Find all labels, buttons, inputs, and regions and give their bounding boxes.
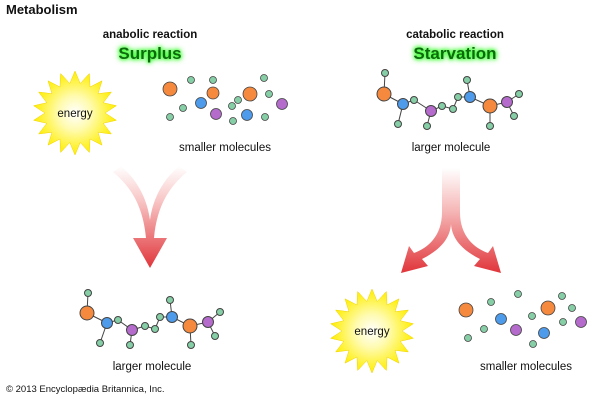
molecule-purple: [575, 316, 587, 328]
molecule-green: [261, 113, 269, 121]
molecule-purple: [210, 108, 222, 120]
molecule-green: [514, 290, 522, 298]
atom-orange: [482, 98, 498, 114]
atom-green: [510, 112, 518, 120]
atom-green: [438, 102, 446, 110]
atom-green: [126, 341, 134, 349]
molecule-green: [529, 340, 537, 348]
molecule-green: [487, 298, 495, 306]
molecule-blue: [538, 327, 550, 339]
atom-green: [515, 90, 523, 98]
atom-orange: [182, 318, 198, 334]
molecule-orange: [206, 86, 220, 100]
atom-green: [454, 93, 462, 101]
molecule-orange: [242, 86, 258, 102]
starburst-bottom-right: energy: [329, 288, 415, 374]
atom-green: [96, 339, 104, 347]
molecule-purple: [510, 324, 522, 336]
atom-green: [486, 122, 494, 130]
atom-green: [423, 122, 431, 130]
molecule-green: [528, 312, 536, 320]
surplus-label: Surplus: [118, 44, 182, 63]
atom-green: [114, 316, 122, 324]
smaller-molecules-caption-bottom: smaller molecules: [479, 361, 573, 373]
atom-orange: [376, 86, 392, 102]
molecule-orange: [458, 302, 474, 318]
molecule-orange: [540, 300, 556, 316]
molecule-green: [260, 74, 268, 82]
atom-green: [166, 296, 174, 304]
molecule-orange: [162, 81, 178, 97]
atom-green: [449, 105, 457, 113]
smaller-molecules-caption-top: smaller molecules: [178, 142, 272, 154]
copyright-notice: © 2013 Encyclopædia Britannica, Inc.: [6, 384, 165, 395]
atom-blue: [101, 317, 113, 329]
molecule-blue: [495, 313, 507, 325]
atom-green: [381, 69, 389, 77]
molecule-green: [558, 292, 566, 300]
atom-blue: [464, 91, 476, 103]
anabolic-heading: anabolic reaction: [102, 29, 198, 41]
atom-green: [187, 341, 195, 349]
molecule-green: [568, 304, 576, 312]
molecule-green: [187, 76, 195, 84]
molecule-green: [229, 117, 237, 125]
smaller-molecules-top: [162, 74, 288, 125]
atom-green: [216, 308, 224, 316]
atom-green: [463, 76, 471, 84]
atom-green: [394, 120, 402, 128]
molecule-green: [480, 325, 488, 333]
molecule-green: [234, 96, 242, 104]
larger-molecule-top: [376, 69, 523, 130]
atom-blue: [166, 311, 178, 323]
atom-purple: [425, 105, 437, 117]
molecule-blue: [241, 109, 253, 121]
atom-green: [156, 313, 164, 321]
larger-molecule-caption-top: larger molecule: [411, 142, 491, 154]
atom-green: [151, 325, 159, 333]
atom-blue: [397, 98, 409, 110]
split-arrow: [401, 168, 501, 273]
smaller-molecules-bottom: [458, 290, 587, 348]
atom-purple: [126, 324, 138, 336]
atom-green: [211, 332, 219, 340]
molecule-green: [265, 90, 273, 98]
molecule-green: [209, 76, 217, 84]
catabolic-heading: catabolic reaction: [406, 29, 504, 41]
starburst-top-left: energy: [32, 70, 118, 156]
larger-molecule-bottom: [79, 289, 224, 349]
atom-green: [410, 96, 418, 104]
atom-green: [141, 322, 149, 330]
diagram-title: Metabolism: [6, 2, 78, 17]
molecule-green: [464, 334, 472, 342]
molecule-blue: [195, 97, 207, 109]
molecule-green: [166, 113, 174, 121]
atom-purple: [501, 96, 513, 108]
atom-purple: [202, 316, 214, 328]
larger-molecule-caption-bottom: larger molecule: [112, 361, 192, 373]
molecule-purple: [276, 98, 288, 110]
atom-orange: [79, 305, 95, 321]
molecule-green: [228, 102, 236, 110]
starvation-label: Starvation: [413, 44, 497, 63]
molecule-green: [179, 104, 187, 112]
merge-arrow: [113, 166, 187, 268]
atom-green: [84, 289, 92, 297]
molecule-green: [559, 318, 567, 326]
energy-label-catabolic: energy: [354, 326, 389, 338]
energy-label-anabolic: energy: [57, 108, 92, 120]
